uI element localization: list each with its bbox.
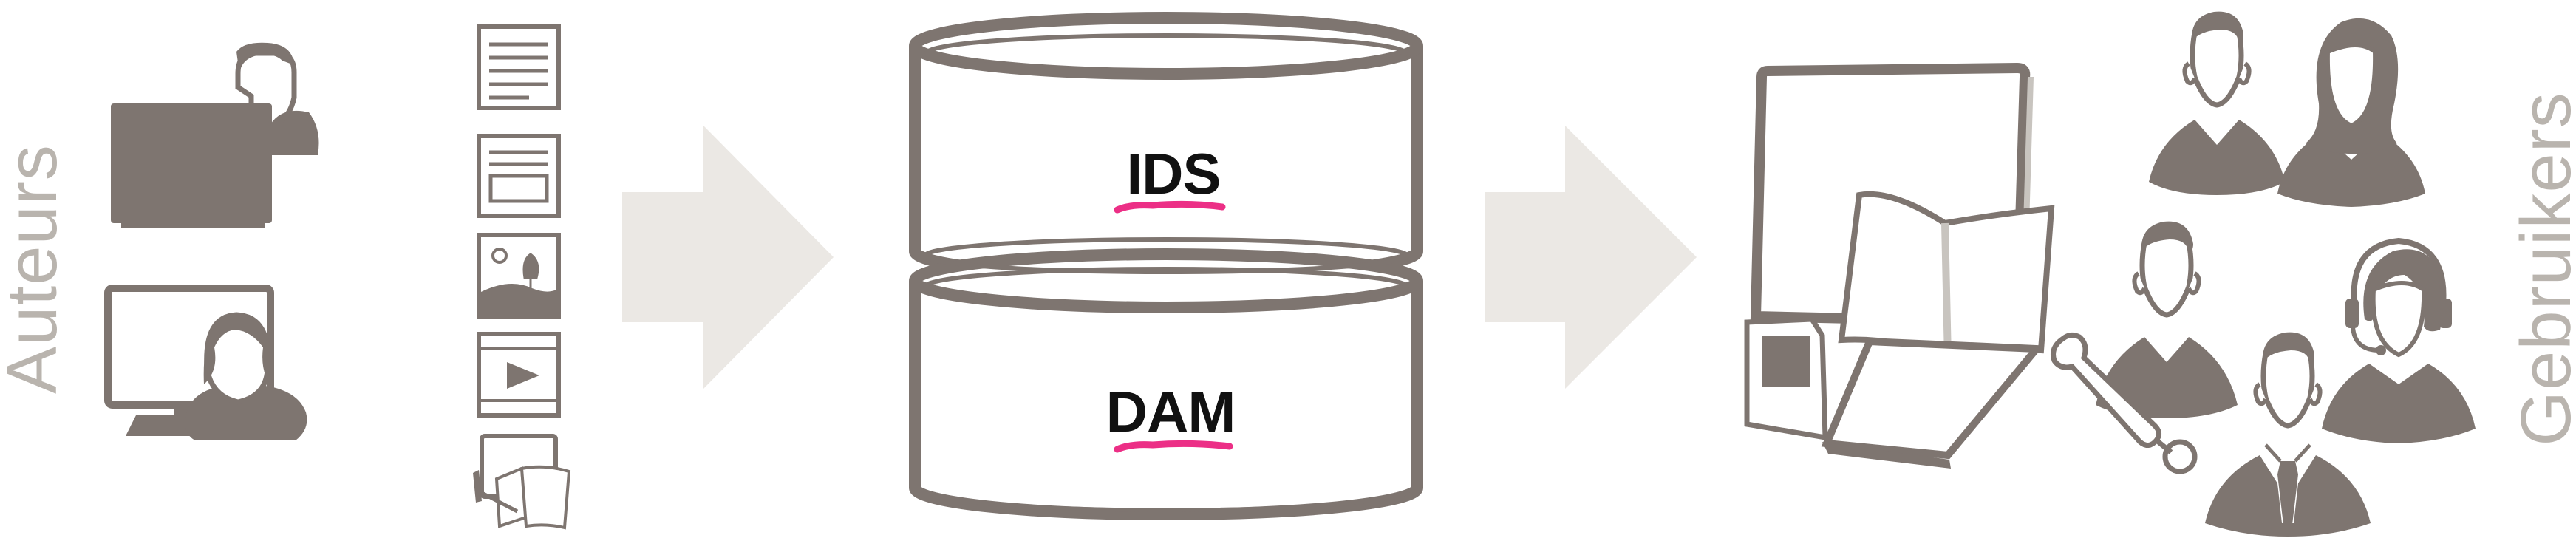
- database-cylinder-icon: [909, 12, 1423, 520]
- author-desktop-icon: [104, 285, 307, 440]
- arrow-to-database: [622, 126, 834, 389]
- text-document-icon: [477, 24, 561, 110]
- user-icon: [2277, 18, 2425, 207]
- user-icon: [2205, 333, 2371, 537]
- user-icon: [2322, 237, 2476, 443]
- user-icon: [2149, 12, 2285, 195]
- database-top-underline: [1114, 200, 1226, 214]
- video-document-icon: [477, 332, 561, 418]
- layout-document-icon: [477, 134, 561, 218]
- database-bottom-label: DAM: [1106, 379, 1236, 444]
- tablet-icon: [1821, 337, 2045, 469]
- publication-icon: [473, 434, 571, 530]
- wrench-icon: [2051, 332, 2198, 474]
- image-document-icon: [477, 233, 561, 319]
- database-bottom-underline: [1114, 440, 1233, 453]
- output-channels-icon: [1744, 62, 2055, 469]
- arrow-to-users: [1485, 126, 1697, 389]
- authors-group: [104, 42, 319, 440]
- author-laptop-icon: [111, 42, 319, 228]
- user-icon: [2096, 222, 2238, 418]
- database-top-label: IDS: [1126, 141, 1220, 206]
- users-group: [2051, 12, 2476, 537]
- content-types-column: [473, 24, 571, 530]
